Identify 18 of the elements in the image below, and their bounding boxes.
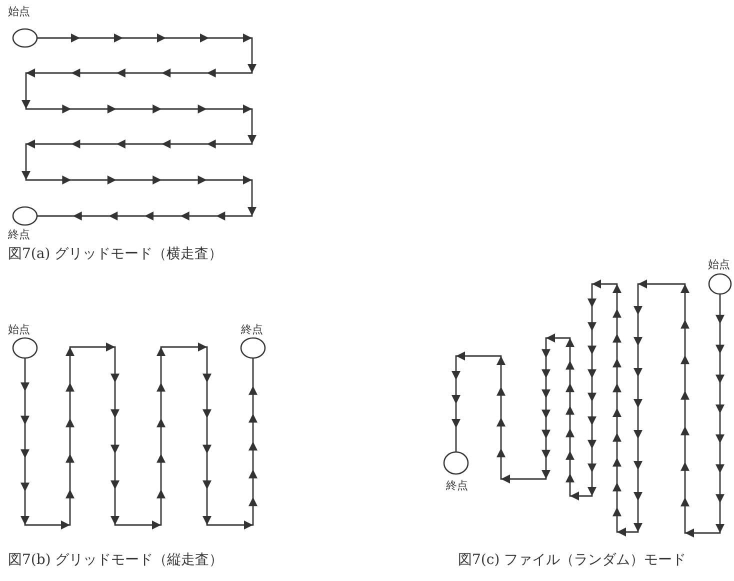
figure-caption: 図7(a) グリッドモード（横走査） — [8, 247, 223, 261]
terminal-ellipse — [12, 206, 38, 226]
terminal-ellipse — [240, 337, 266, 359]
point-label: 始点 — [8, 324, 30, 335]
point-label: 終点 — [446, 480, 468, 491]
terminal-ellipse — [12, 337, 38, 359]
terminal-ellipse — [443, 451, 469, 475]
point-label: 始点 — [8, 6, 30, 17]
scan-path-arrow — [22, 34, 256, 220]
point-label: 終点 — [8, 229, 30, 240]
point-label: 始点 — [708, 259, 730, 270]
figure-caption: 図7(b) グリッドモード（縦走査） — [8, 553, 224, 567]
scan-path-arrow — [452, 280, 724, 538]
terminal-ellipse — [12, 28, 38, 48]
scan-path-arrow — [20, 342, 258, 530]
point-label: 終点 — [241, 324, 263, 335]
terminal-ellipse — [708, 273, 732, 295]
figure-caption: 図7(c) ファイル（ランダム）モード — [458, 553, 686, 567]
